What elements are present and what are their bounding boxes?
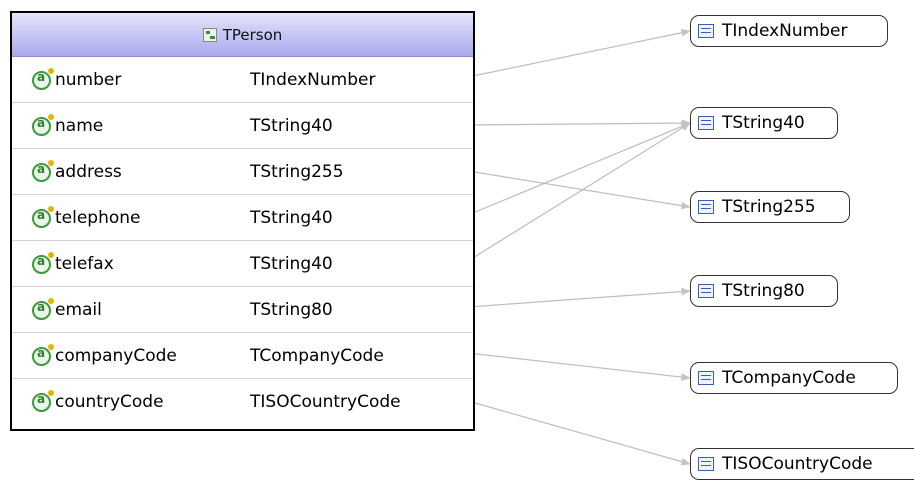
- entity-header[interactable]: TPerson: [12, 13, 473, 57]
- type-node-tcompanycode[interactable]: TCompanyCode: [690, 362, 898, 394]
- attribute-type: TCompanyCode: [250, 345, 384, 366]
- attribute-icon: [32, 390, 54, 412]
- type-label: TString40: [722, 113, 805, 133]
- attribute-type: TISOCountryCode: [250, 392, 401, 412]
- connector-number-to-tindexnumber: [467, 28, 691, 78]
- attribute-name: address: [55, 161, 122, 182]
- connector-companycode-to-tcompanycode: [467, 352, 691, 381]
- type-node-tindexnumber[interactable]: TIndexNumber: [690, 15, 888, 47]
- attribute-type: TString80: [250, 299, 333, 320]
- attribute-icon: [32, 68, 54, 90]
- type-node-tisocountrycode[interactable]: TISOCountryCode: [690, 448, 914, 480]
- connector-telephone-to-tstring40: [467, 122, 691, 216]
- connector-telefax-to-tstring40: [467, 122, 691, 262]
- attribute-row-companycode[interactable]: companyCode TCompanyCode: [12, 333, 473, 379]
- attribute-type: TString40: [250, 207, 333, 228]
- connector-email-to-tstring80: [467, 287, 691, 308]
- entity-title: TPerson: [222, 25, 283, 44]
- attribute-type: TString40: [250, 253, 333, 274]
- class-icon: [202, 27, 217, 42]
- connector-address-to-tstring255: [467, 170, 691, 210]
- attribute-row-email[interactable]: email TString80: [12, 287, 473, 333]
- attribute-type: TString255: [250, 161, 344, 182]
- type-node-tstring255[interactable]: TString255: [690, 191, 850, 223]
- datatype-icon: [698, 371, 714, 385]
- attribute-icon: [32, 252, 54, 274]
- attribute-row-address[interactable]: address TString255: [12, 149, 473, 195]
- datatype-icon: [698, 284, 714, 298]
- entity-tperson[interactable]: TPerson number TIndexNumber name TString…: [10, 11, 475, 431]
- attribute-icon: [32, 114, 54, 136]
- type-node-tstring40[interactable]: TString40: [690, 107, 838, 139]
- type-node-tstring80[interactable]: TString80: [690, 275, 838, 307]
- attribute-name: email: [55, 299, 102, 320]
- datatype-icon: [698, 24, 714, 38]
- type-label: TIndexNumber: [722, 21, 848, 41]
- attribute-row-telefax[interactable]: telefax TString40: [12, 241, 473, 287]
- datatype-icon: [698, 116, 714, 130]
- attribute-row-countrycode[interactable]: countryCode TISOCountryCode: [12, 379, 473, 425]
- connector-name-to-tstring40: [467, 119, 691, 127]
- attribute-icon: [32, 160, 54, 182]
- attribute-icon: [32, 298, 54, 320]
- connector-countrycode-to-tisocountrycode: [467, 400, 691, 466]
- attribute-type: TIndexNumber: [250, 69, 376, 90]
- attribute-name: number: [55, 69, 122, 90]
- attribute-row-telephone[interactable]: telephone TString40: [12, 195, 473, 241]
- attribute-name: telephone: [55, 207, 141, 228]
- attribute-icon: [32, 344, 54, 366]
- type-label: TString80: [722, 281, 805, 301]
- attribute-row-number[interactable]: number TIndexNumber: [12, 57, 473, 103]
- type-label: TISOCountryCode: [722, 454, 873, 474]
- attribute-type: TString40: [250, 115, 333, 136]
- datatype-icon: [698, 457, 714, 471]
- attribute-name: countryCode: [55, 392, 164, 412]
- attribute-name: name: [55, 115, 104, 136]
- type-label: TCompanyCode: [722, 368, 856, 388]
- attribute-name: telefax: [55, 253, 114, 274]
- datatype-icon: [698, 200, 714, 214]
- type-label: TString255: [722, 197, 816, 217]
- attribute-row-name[interactable]: name TString40: [12, 103, 473, 149]
- attribute-icon: [32, 206, 54, 228]
- attribute-name: companyCode: [55, 345, 177, 366]
